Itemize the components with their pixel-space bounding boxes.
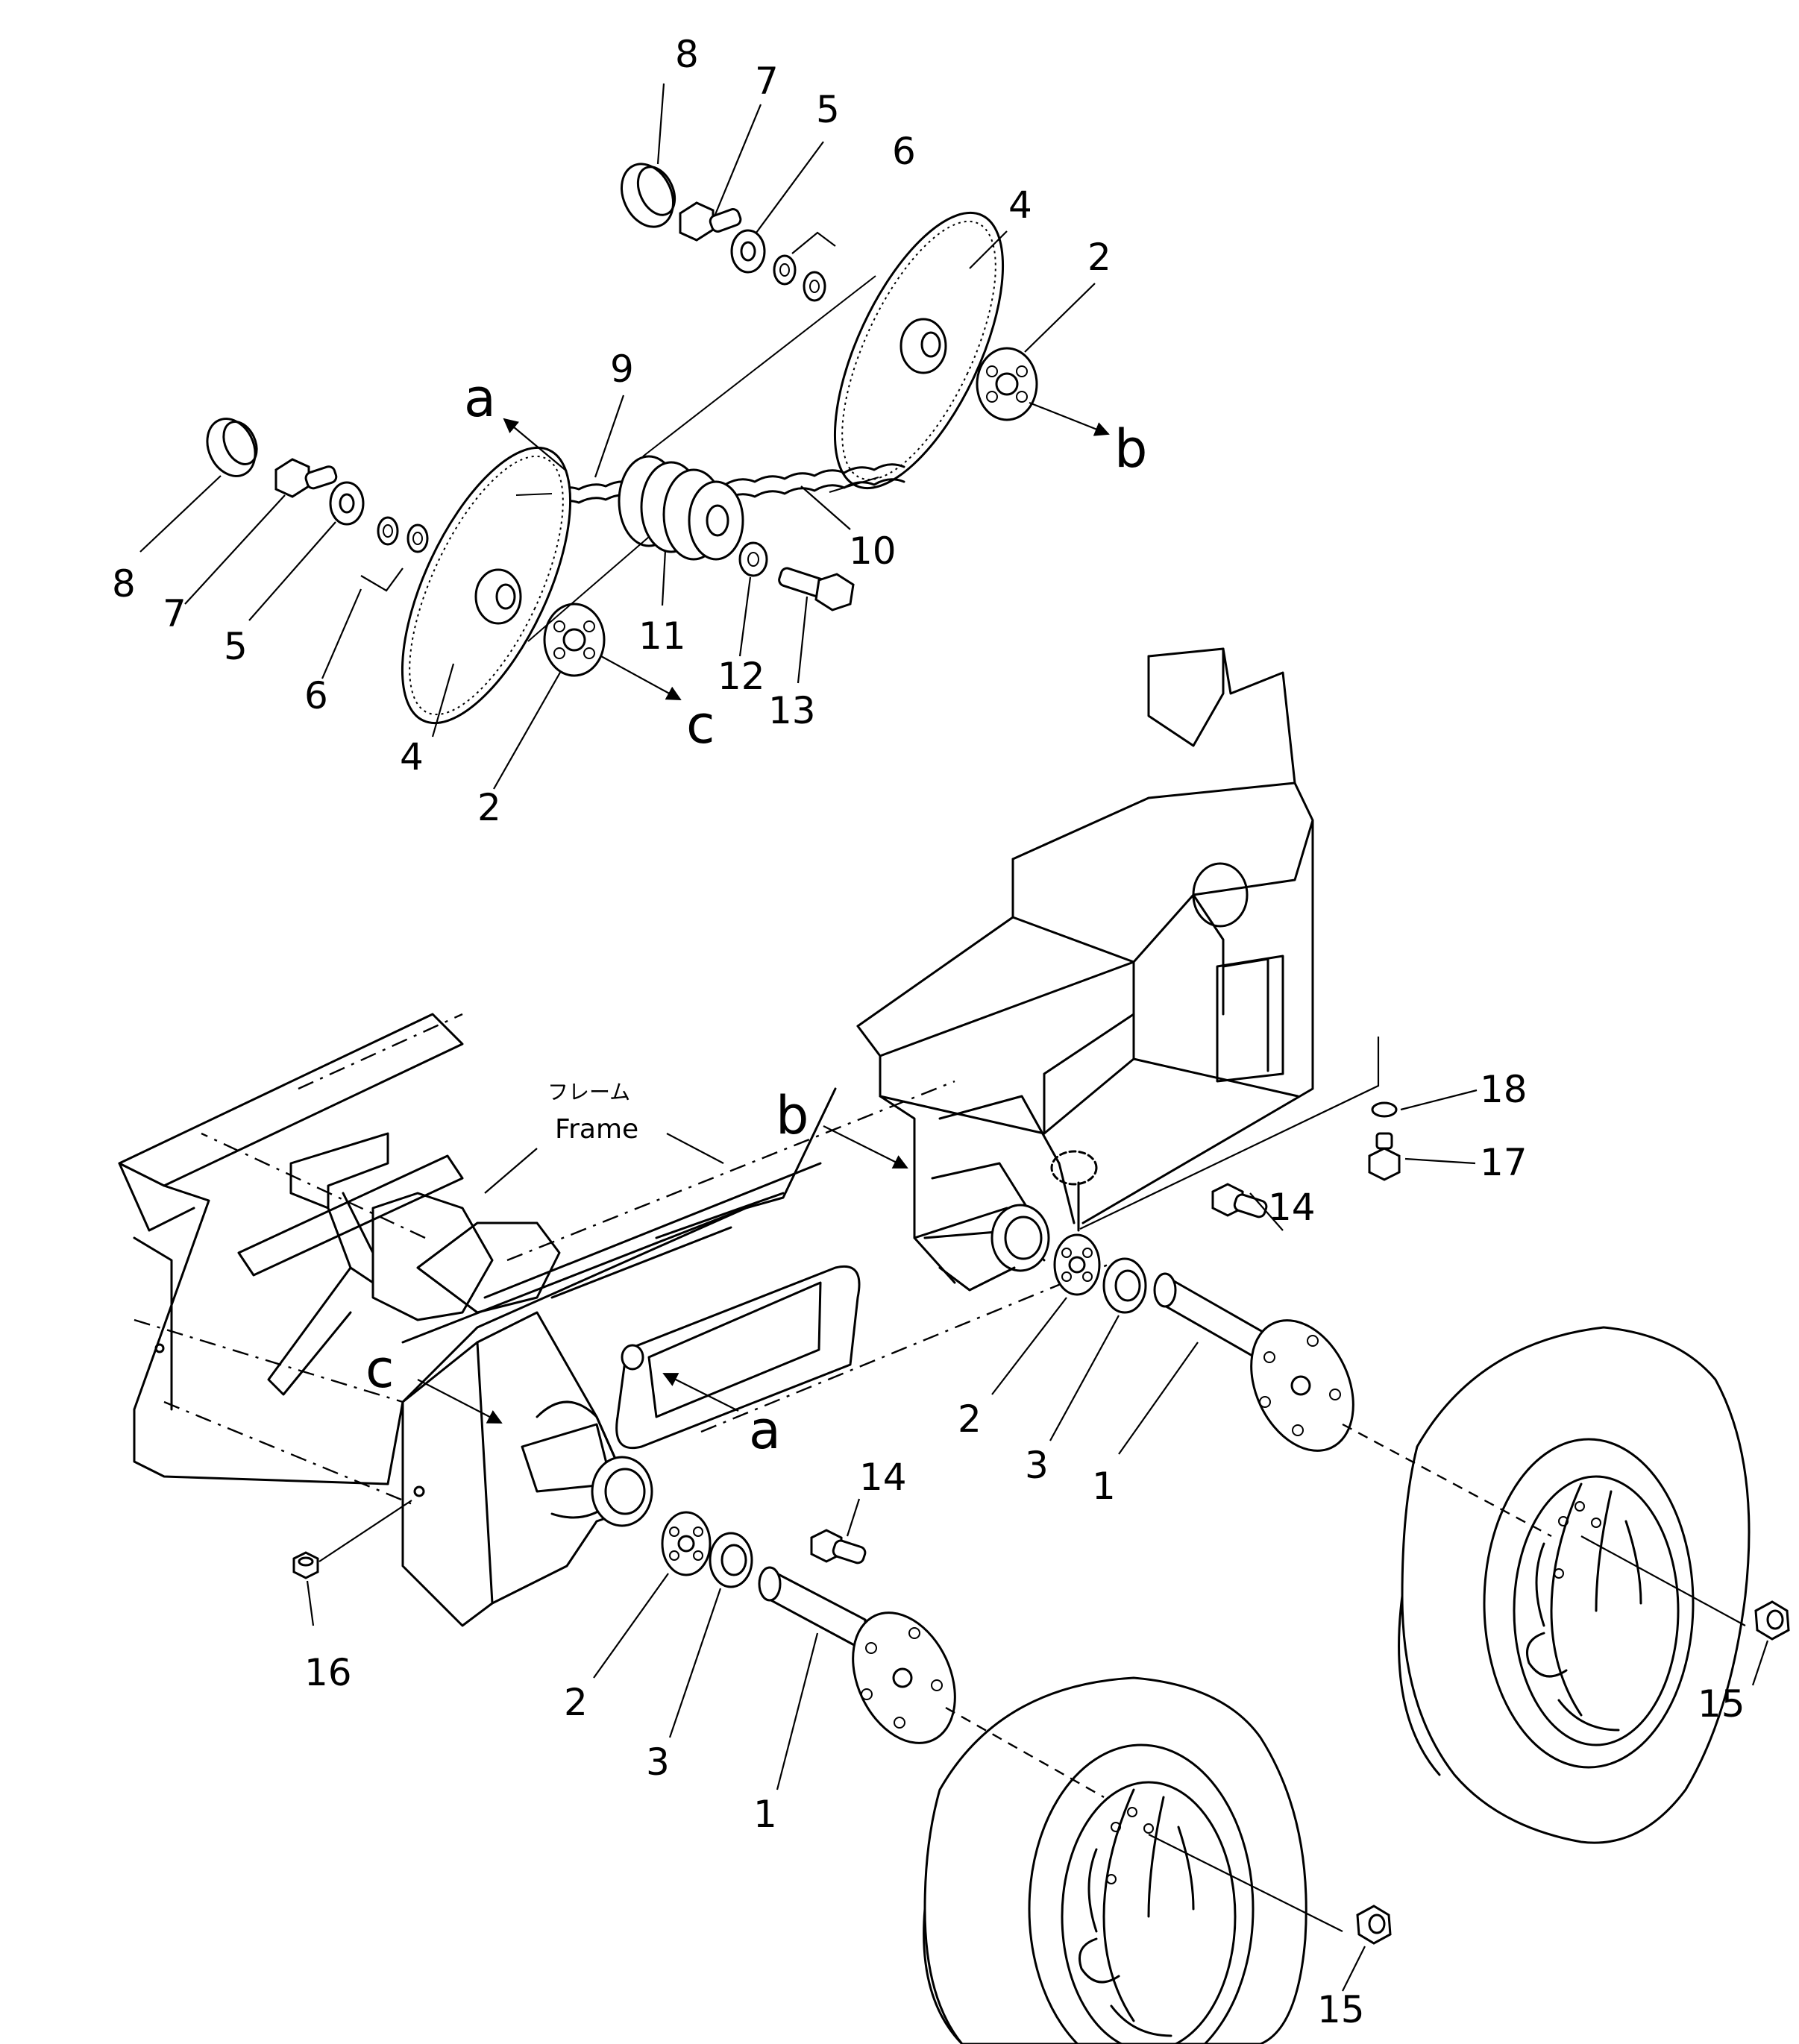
frame-label-jp: フレーム	[547, 1080, 630, 1104]
bolt-right-14	[1211, 1183, 1268, 1218]
label-15-left: 15	[1317, 1988, 1365, 2031]
main-frame	[118, 647, 1380, 1627]
label-12: 12	[718, 655, 765, 698]
label-10: 10	[849, 529, 897, 573]
bearing-left	[543, 603, 606, 677]
label-15-right: 15	[1698, 1682, 1745, 1726]
label-16: 16	[304, 1651, 352, 1694]
bearing-left-lower	[661, 1511, 712, 1576]
bearing-right	[1053, 1233, 1101, 1296]
label-2-lower: 2	[564, 1681, 588, 1724]
sprocket-upper	[833, 211, 1005, 490]
label-7-left: 7	[163, 592, 186, 635]
arrow-label-c-frame: c	[365, 1339, 395, 1400]
label-2-right: 2	[958, 1397, 982, 1441]
shim-upper-a	[773, 254, 797, 286]
sprocket-left	[401, 446, 572, 725]
shim-left-a	[377, 516, 399, 546]
o-ring-18	[1371, 1101, 1398, 1118]
label-1-lower: 1	[753, 1793, 777, 1836]
label-1-right: 1	[1092, 1465, 1116, 1508]
label-3-lower: 3	[646, 1740, 670, 1784]
washer-left	[329, 481, 365, 526]
seal-left	[709, 1532, 753, 1588]
callout-numbers: 8 7 5 6 4 2 b a 9 10 11 12 13 8 7 5 6 4 …	[112, 33, 1745, 2031]
label-6-left: 6	[304, 674, 328, 717]
leader-lines	[139, 83, 1769, 1992]
wheel-nut-left	[1356, 1905, 1392, 1945]
shim-upper-b	[803, 271, 826, 302]
axle-shaft-right	[1153, 1272, 1354, 1452]
label-9: 9	[610, 348, 634, 391]
plug-17	[1368, 1132, 1401, 1181]
upper-exploded-assembly	[206, 163, 1110, 725]
bolt-left-14	[810, 1529, 867, 1565]
label-5-left: 5	[224, 625, 248, 668]
label-8-left: 8	[112, 562, 136, 606]
arrow-label-a-top: a	[464, 368, 496, 429]
label-4-left: 4	[400, 735, 424, 779]
label-3-right: 3	[1025, 1444, 1049, 1487]
bolt-left	[274, 458, 338, 498]
bolt-upper	[679, 201, 742, 242]
seal-right	[1102, 1257, 1147, 1314]
label-18: 18	[1480, 1068, 1528, 1111]
chain-10	[723, 463, 905, 501]
axle-right-assembly	[1053, 1183, 1354, 1452]
spacer-12	[738, 541, 768, 577]
washer-upper	[730, 229, 766, 274]
label-14-left: 14	[859, 1456, 907, 1499]
cap-ring-left	[206, 418, 258, 477]
axle-shaft-left	[758, 1566, 956, 1744]
label-17: 17	[1480, 1141, 1528, 1184]
bolt-13	[778, 567, 855, 611]
label-6-top: 6	[892, 130, 916, 173]
label-4-top: 4	[1008, 183, 1032, 227]
axle-left-assembly	[661, 1511, 956, 1744]
arrow-label-c-top: c	[686, 694, 715, 755]
double-sprocket	[618, 455, 744, 561]
arrow-label-a-frame: a	[749, 1400, 781, 1461]
label-13: 13	[768, 689, 816, 732]
arrow-label-b-frame: b	[776, 1085, 809, 1146]
label-8-top: 8	[675, 33, 699, 76]
label-14-right: 14	[1268, 1186, 1316, 1229]
drain-plug	[292, 1551, 319, 1579]
wheel-right	[1398, 1326, 1751, 1844]
label-2-top: 2	[1087, 236, 1111, 279]
label-5-top: 5	[816, 88, 840, 131]
label-7-top: 7	[755, 60, 779, 103]
cap-ring-upper	[621, 163, 676, 228]
arrow-label-b-top: b	[1114, 418, 1147, 479]
label-2-left: 2	[477, 786, 501, 829]
shim-left-b	[406, 523, 429, 553]
frame-label-en: Frame	[555, 1114, 638, 1145]
label-11: 11	[638, 614, 686, 658]
bearing-upper	[976, 347, 1038, 421]
wheel-left	[923, 1676, 1307, 2044]
wheel-nut-right	[1754, 1600, 1790, 1641]
